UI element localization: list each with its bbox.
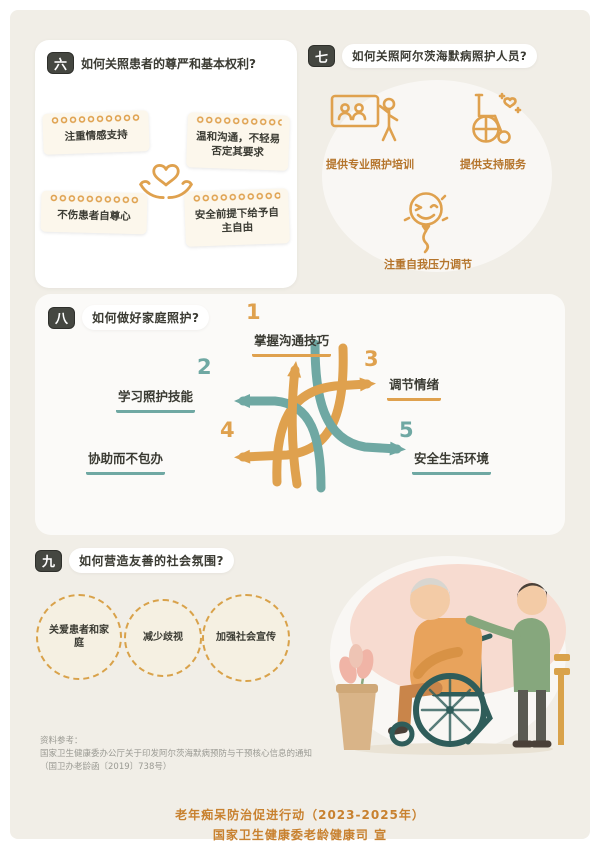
note-card: 温和沟通，不轻易否定其要求 [186,112,290,172]
section-eight-header: 八 如何做好家庭照护? [48,305,210,330]
section-six-number-badge: 六 [47,52,74,74]
campaign-line: 老年痴呆防治促进行动（2023-2025年） [175,808,425,822]
section-nine-number-badge: 九 [35,549,62,572]
step-label: 掌握沟通技巧 [252,330,332,357]
arrows-diagram [234,339,406,493]
section-seven-number-badge: 七 [308,45,335,67]
caregiver-support-label: 提供专业照护培训 [326,158,414,171]
note-card: 不伤患者自尊心 [40,190,148,235]
section-six-card: 六 如何关照患者的尊严和基本权利? 注重情感支持 温和沟通，不轻易否定其要求 不… [35,40,297,288]
section-six-title: 如何关照患者的尊严和基本权利? [81,56,256,71]
section-seven-header: 七 如何关照阿尔茨海默病照护人员? [308,44,538,68]
step-number: 2 [197,355,212,379]
step-number: 1 [246,300,261,324]
issuer-line: 国家卫生健康委老龄健康司 宣 [212,828,388,842]
section-six-header: 六 如何关照患者的尊严和基本权利? [35,40,297,74]
social-action-bubble: 关爱患者和家庭 [36,594,122,680]
note-card: 注重情感支持 [42,110,150,156]
step-number: 4 [220,418,235,442]
balloon-face-icon [403,192,449,254]
note-card: 安全前提下给予自主自由 [184,188,290,248]
social-action-bubble: 减少歧视 [124,599,202,677]
reference-label: 资料参考： [40,736,83,746]
section-nine-header: 九 如何营造友善的社会氛围? [35,548,234,573]
elderly-care-illustration [336,564,570,755]
caregiver-support-label: 提供支持服务 [460,158,526,171]
section-nine-title: 如何营造友善的社会氛围? [69,548,234,573]
step-number: 5 [399,418,414,442]
section-eight-title: 如何做好家庭照护? [82,305,210,330]
social-action-bubble: 加强社会宣传 [202,594,290,682]
step-label: 安全生活环境 [412,448,492,475]
step-number: 3 [364,347,379,371]
caregiver-support-label: 注重自我压力调节 [384,258,472,271]
step-label: 协助而不包办 [86,448,166,475]
section-eight-number-badge: 八 [48,306,75,329]
footer-reference: 资料参考： 国家卫生健康委办公厅关于印发阿尔茨海默病预防与干预核心信息的通知（国… [40,735,322,775]
reference-text: 国家卫生健康委办公厅关于印发阿尔茨海默病预防与干预核心信息的通知（国卫办老龄函〔… [40,749,313,773]
wheelchair-icon [472,92,522,144]
heart-in-hands-icon [139,164,193,199]
step-label: 学习照护技能 [116,386,196,413]
step-label: 调节情绪 [387,374,442,401]
section-seven-title: 如何关照阿尔茨海默病照护人员? [342,44,538,68]
training-icon [330,94,399,142]
